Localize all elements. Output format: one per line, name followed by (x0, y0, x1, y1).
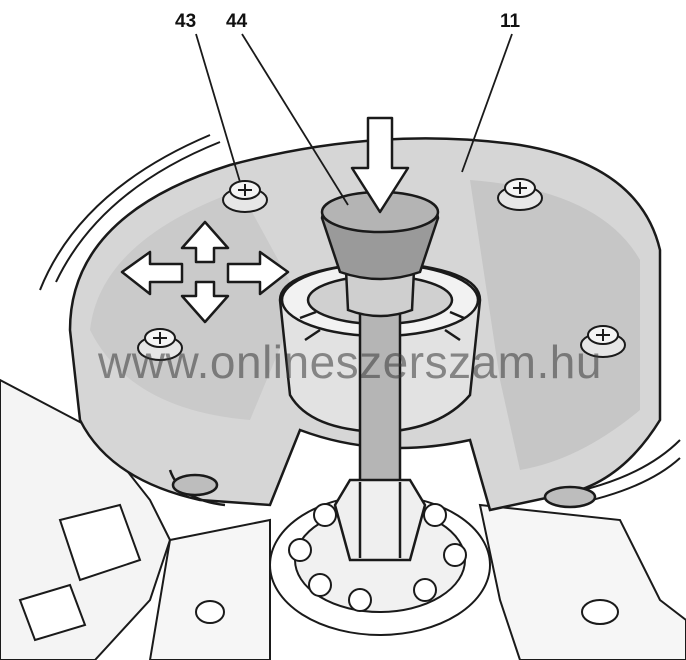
press-down-arrow-icon (350, 116, 410, 214)
callout-43: 43 (175, 11, 197, 32)
callout-leader-lines (195, 33, 513, 206)
rotation-motion-lines-left (39, 134, 221, 291)
arrow-up-icon (180, 220, 230, 264)
protective-guard (68, 137, 662, 512)
arrow-down-icon (180, 280, 230, 324)
tool-body (0, 378, 686, 660)
guard-screws (137, 178, 626, 361)
arrow-right-icon (226, 250, 290, 296)
screw-bottom-right (580, 325, 626, 358)
plunger-tool (320, 190, 440, 318)
screw-bottom-left (137, 328, 183, 361)
watermark-text: www.onlineszerszam.hu (98, 336, 602, 388)
callout-44: 44 (226, 11, 248, 32)
arrow-left-icon (120, 250, 184, 296)
callout-11: 11 (500, 11, 521, 32)
spindle-shaft (333, 298, 427, 562)
adjustment-direction-arrows (120, 220, 290, 324)
screw-top-right (497, 178, 543, 211)
screw-top-left (222, 180, 268, 213)
